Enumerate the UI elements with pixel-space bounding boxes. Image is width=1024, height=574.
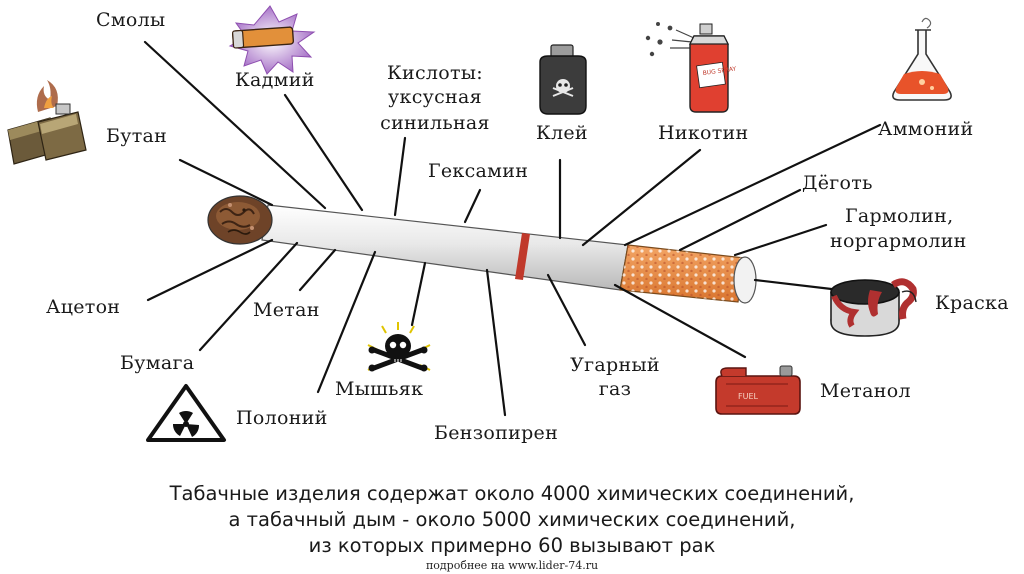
label-kraska: Краска xyxy=(935,292,1009,314)
caption-line-2: а табачный дым - около 5000 химических с… xyxy=(228,508,796,531)
flask-icon xyxy=(892,17,952,101)
label-garmolin: Гармолин, xyxy=(845,205,954,227)
cigarette-band xyxy=(515,233,530,280)
label-kadmiy: Кадмий xyxy=(235,69,315,91)
skull-crossbones-icon xyxy=(367,322,431,372)
label-poloniy: Полоний xyxy=(236,407,328,429)
radiation-icon xyxy=(146,384,226,442)
label-ammoniy: Аммоний xyxy=(878,118,974,140)
line-ugarny xyxy=(546,273,587,347)
label-kisloty: Кислоты: xyxy=(387,62,483,84)
line-bumaga xyxy=(198,241,299,352)
label-sinilnaya: синильная xyxy=(380,112,490,134)
cigarette xyxy=(207,195,757,304)
line-metan xyxy=(298,248,337,292)
label-norgarmolin: норгармолин xyxy=(830,230,967,252)
label-smoly: Смолы xyxy=(96,9,166,31)
label-myshyak: Мышьяк xyxy=(335,378,424,400)
burst-icon xyxy=(228,5,316,75)
label-nikotin: Никотин xyxy=(658,122,749,144)
line-metanol xyxy=(613,283,747,359)
paint-can-icon xyxy=(830,278,917,337)
source-link[interactable]: подробнее на www.lider-74.ru xyxy=(425,559,599,572)
line-aceton xyxy=(146,238,274,302)
label-uksusnaya: уксусная xyxy=(388,86,482,108)
line-benzopiren xyxy=(485,268,507,417)
glue-bottle-icon xyxy=(539,44,587,115)
line-kraska xyxy=(753,278,842,292)
label-bumaga: Бумага xyxy=(120,352,195,374)
label-benzopiren: Бензопирен xyxy=(434,422,559,444)
label-gaz: газ xyxy=(598,378,632,400)
cigarette-filter-tip xyxy=(733,256,757,304)
spray-can-text: BUG SPRAY xyxy=(702,65,737,77)
line-garmolin xyxy=(733,223,828,257)
label-degot: Дёготь xyxy=(802,172,873,194)
label-ugarny: Угарный xyxy=(570,354,660,376)
line-kadmiy xyxy=(283,93,364,212)
fuel-can-icon: FUEL xyxy=(715,365,801,415)
label-metanol: Метанол xyxy=(820,380,911,402)
line-smoly xyxy=(143,40,327,210)
cigarette-tobacco-end xyxy=(207,195,273,245)
line-ammoniy xyxy=(623,123,882,247)
caption-line-1: Табачные изделия содержат около 4000 хим… xyxy=(169,482,855,505)
line-poloniy xyxy=(316,250,377,394)
line-geksamin xyxy=(463,188,482,224)
fuel-can-text: FUEL xyxy=(738,392,759,401)
line-nikotin xyxy=(581,148,702,247)
cigarette-paper xyxy=(261,204,629,291)
line-butan xyxy=(178,158,274,207)
battery-icon xyxy=(232,26,295,49)
line-degot xyxy=(678,188,802,252)
label-geksamin: Гексамин xyxy=(428,160,529,182)
label-kley: Клей xyxy=(536,122,588,144)
caption-line-3: из которых примерно 60 вызывают рак xyxy=(308,534,716,557)
label-butan: Бутан xyxy=(106,125,168,147)
label-metan: Метан xyxy=(253,299,320,321)
label-aceton: Ацетон xyxy=(46,296,121,318)
pointer-lines xyxy=(143,40,882,417)
line-myshyak xyxy=(410,261,427,327)
lighter-icon xyxy=(7,80,87,165)
spray-can-icon: BUG SPRAY xyxy=(645,22,737,113)
line-kisloty xyxy=(393,136,407,217)
